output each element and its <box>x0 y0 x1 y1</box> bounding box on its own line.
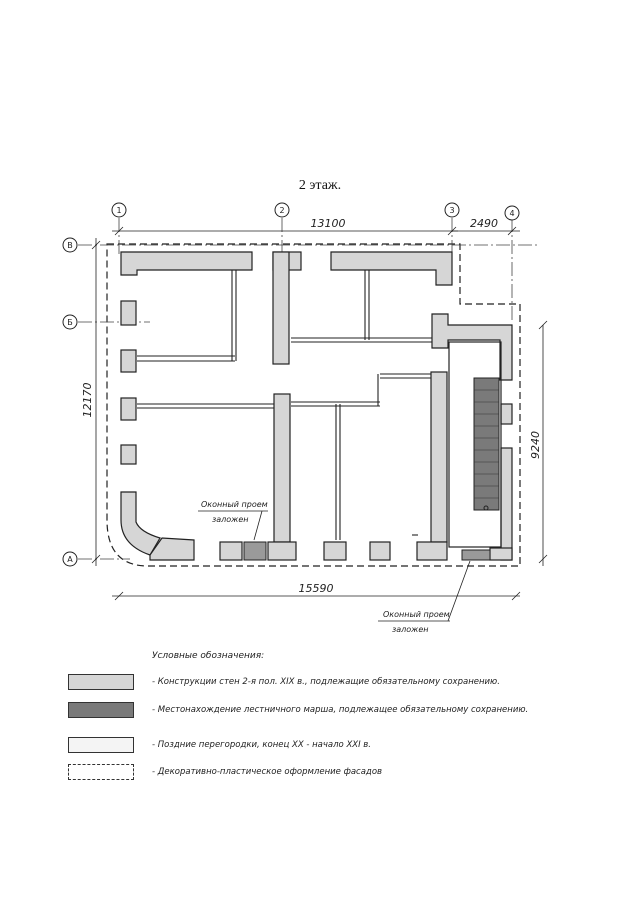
facade-outline <box>106 243 521 567</box>
axis-label-b: Б <box>67 318 73 327</box>
legend-item-facade: - Декоративно-пластическое оформление фа… <box>68 764 608 782</box>
wall-bottom-pier-1 <box>219 541 243 561</box>
axis-label-2: 2 <box>279 206 284 215</box>
legend-title: Условные обозначения: <box>152 651 265 661</box>
wall-right-pier <box>500 403 513 425</box>
axis-bubble-3: 3 <box>444 202 460 218</box>
wall-top-left <box>120 251 253 276</box>
legend-swatch-late-partitions <box>68 737 134 753</box>
wall-right-inner <box>430 371 448 543</box>
dimension-top-right: 2490 <box>470 217 498 230</box>
axis-bubble-b: Б <box>62 314 78 330</box>
wall-top-right <box>330 251 453 286</box>
annotation-left-line2: заложен <box>212 515 249 524</box>
axis-bubble-v: В <box>62 237 78 253</box>
late-partitions <box>137 270 432 540</box>
grid-axis-lines <box>78 218 540 560</box>
legend-text-facade: - Декоративно-пластическое оформление фа… <box>152 767 383 777</box>
wall-bottom-pier-2 <box>267 541 297 561</box>
wall-left-pier-4 <box>120 444 137 465</box>
wall-bottom-pier-3 <box>323 541 347 561</box>
axis-label-3: 3 <box>449 206 454 215</box>
annotation-right-line1: Оконный проем <box>383 610 450 619</box>
dimension-lines <box>91 226 548 601</box>
axis-label-a: А <box>67 555 73 564</box>
plan-title: 2 этаж. <box>298 178 342 193</box>
axis-bubble-4: 4 <box>504 205 520 221</box>
annotation-left-line1: Оконный проем <box>201 500 268 509</box>
axis-bubble-1: 1 <box>111 202 127 218</box>
dimension-right: 9240 <box>529 431 542 459</box>
wall-stair-enclosure <box>431 313 513 381</box>
wall-left-pier-3 <box>120 397 137 421</box>
stair-room-outline <box>448 341 502 548</box>
axis-label-1: 1 <box>116 206 121 215</box>
wall-right-lower <box>500 447 513 561</box>
wall-col2-pier <box>272 251 290 365</box>
bricked-windows <box>243 541 491 561</box>
bricked-window-right <box>461 549 491 561</box>
wall-left-pier-1 <box>120 300 137 326</box>
axis-label-4: 4 <box>509 209 514 218</box>
wall-middle <box>273 393 291 543</box>
legend-swatch-stair <box>68 702 134 718</box>
wall-corner-curve <box>120 491 161 556</box>
wall-right-bottom <box>416 541 448 561</box>
dimension-top-main: 13100 <box>311 217 346 230</box>
bricked-window-left <box>243 541 267 561</box>
legend-item-late-partitions: - Поздние перегородки, конец XX - начало… <box>68 737 608 755</box>
axis-bubble-a: А <box>62 551 78 567</box>
legend-swatch-facade <box>68 764 134 780</box>
legend-item-historic-walls: - Конструкции стен 2-я пол. XIX в., подл… <box>68 674 608 692</box>
wall-bottom-pier-4 <box>369 541 391 561</box>
staircase <box>473 377 500 511</box>
axis-bubble-2: 2 <box>274 202 290 218</box>
wall-corner-curve-2 <box>149 537 195 561</box>
axis-label-v: В <box>67 241 73 250</box>
legend-text-historic-walls: - Конструкции стен 2-я пол. XIX в., подл… <box>152 677 500 687</box>
annotation-right: Оконный проем заложен <box>378 560 471 634</box>
wall-right-base <box>489 547 513 561</box>
dimension-bottom: 15590 <box>299 582 334 595</box>
annotation-right-line2: заложен <box>392 625 429 634</box>
dimension-left: 12170 <box>81 383 94 418</box>
legend-item-stair: - Местонахождение лестничного марша, под… <box>68 702 608 720</box>
legend-text-stair: - Местонахождение лестничного марша, под… <box>152 705 529 715</box>
wall-left-pier-2 <box>120 349 137 373</box>
legend-swatch-historic-walls <box>68 674 134 690</box>
legend-text-late-partitions: - Поздние перегородки, конец XX - начало… <box>152 740 372 750</box>
annotation-left: Оконный проем заложен <box>198 500 268 541</box>
